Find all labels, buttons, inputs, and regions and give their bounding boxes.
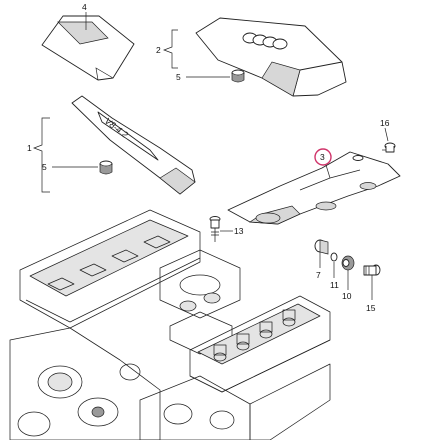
callout-4[interactable]: 4: [82, 2, 87, 12]
callout-16[interactable]: 16: [380, 118, 390, 128]
callout-15[interactable]: 15: [366, 303, 376, 313]
callout-10[interactable]: 10: [342, 291, 352, 301]
part-13-stud: [209, 216, 221, 242]
part-7-bushing: [314, 239, 329, 255]
callout-7[interactable]: 7: [316, 270, 321, 280]
coil-packs: [213, 309, 296, 362]
part-4-insulation-mat: [41, 15, 135, 81]
part-15-bolt: [363, 264, 381, 276]
part-2-engine-cover: [195, 17, 347, 97]
callout-3-highlight-circle: [314, 148, 332, 166]
callout-13[interactable]: 13: [234, 226, 244, 236]
four-rings-logo: [242, 32, 288, 50]
part-5-grommet-upper: [231, 69, 245, 83]
callout-1[interactable]: 1: [27, 143, 32, 153]
part-5-grommet-lower: [99, 160, 113, 175]
v8-engine-block: [9, 209, 331, 440]
callout-5-upper[interactable]: 5: [176, 72, 181, 82]
callout-11[interactable]: 11: [330, 280, 339, 290]
part-3-heat-shield: [227, 151, 401, 225]
callout-3[interactable]: 3: [320, 152, 325, 162]
callout-2[interactable]: 2: [156, 45, 161, 55]
callout-5-lower[interactable]: 5: [42, 162, 47, 172]
part-1-side-cover: V8-4.2: [71, 95, 196, 195]
part-10-nut: [341, 255, 355, 271]
part-16-bolt: [382, 142, 396, 153]
part-11-washer: [330, 252, 338, 262]
